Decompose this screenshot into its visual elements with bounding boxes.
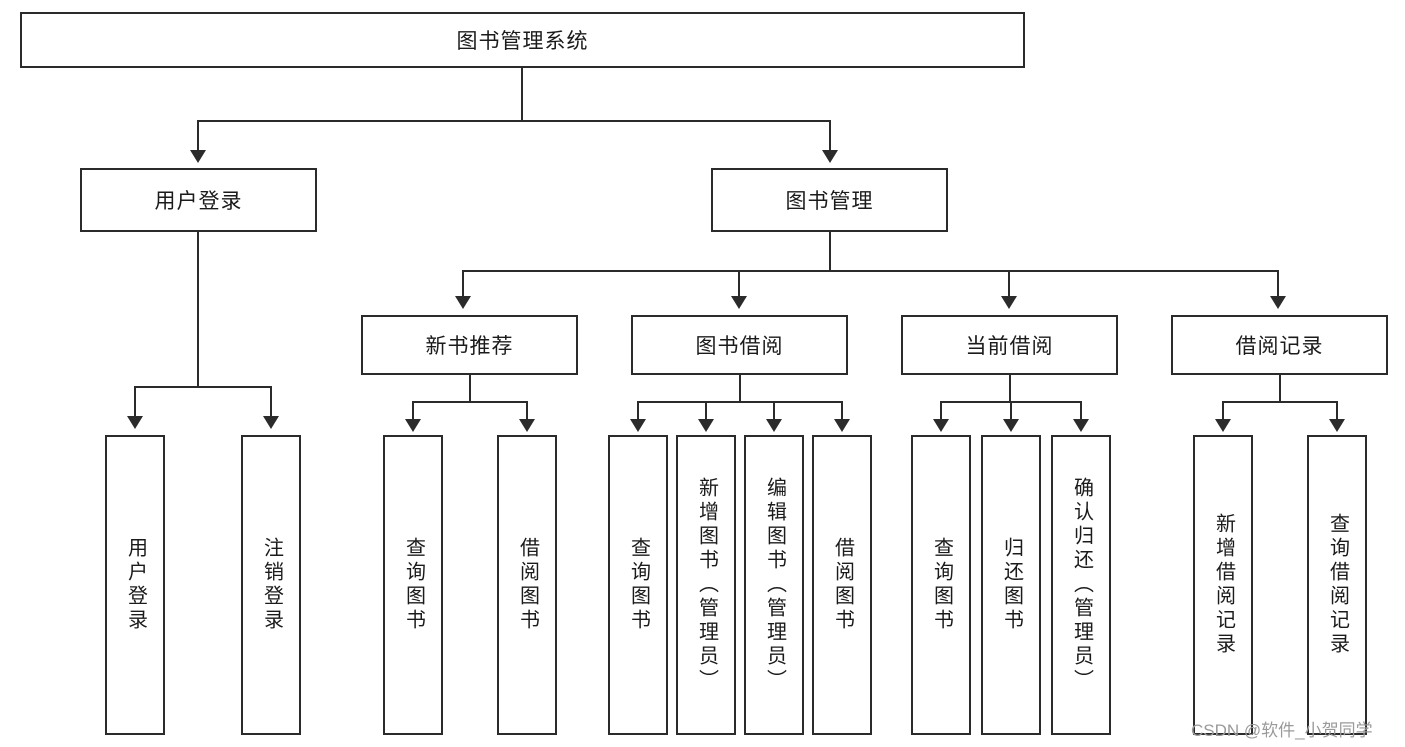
connector-book-management-stem [829, 232, 831, 272]
node-borrow-record[interactable]: 借阅记录 [1171, 315, 1388, 375]
node-label: 借阅图书 [516, 537, 539, 633]
leaf-borrow-record-1[interactable]: 新增借阅记录 [1193, 435, 1253, 735]
leaf-book-borrow-2[interactable]: 新增图书（管理员） [676, 435, 736, 735]
connector-new-book-to-leaf-1 [412, 401, 414, 421]
arrowhead-borrow-record-to-leaf-2 [1329, 419, 1345, 432]
connector-root-bus [197, 120, 831, 122]
connector-bm-to-borrow-record [1277, 270, 1279, 298]
connector-borrow-record-bus [1222, 401, 1338, 403]
connector-book-management-bus [462, 270, 1278, 272]
connector-borrow-record-to-leaf-1 [1222, 401, 1224, 421]
arrowhead-current-borrow-to-leaf-1 [933, 419, 949, 432]
connector-root-stem [521, 68, 523, 120]
arrowhead-new-book-to-leaf-1 [405, 419, 421, 432]
connector-book-borrow-bus [637, 401, 843, 403]
connector-root-to-user-login [197, 120, 199, 152]
arrowhead-current-borrow-to-leaf-3 [1073, 419, 1089, 432]
watermark-csdn: CSDN @软件_小贺同学 [1191, 721, 1373, 740]
arrowhead-user-login-to-leaf-2 [263, 416, 279, 429]
node-label: 当前借阅 [965, 335, 1054, 358]
arrowhead-book-borrow-to-leaf-1 [630, 419, 646, 432]
leaf-book-borrow-4[interactable]: 借阅图书 [812, 435, 872, 735]
leaf-current-borrow-1[interactable]: 查询图书 [911, 435, 971, 735]
connector-borrow-record-to-leaf-2 [1336, 401, 1338, 421]
connector-bm-to-new-book [462, 270, 464, 298]
connector-book-borrow-stem [739, 375, 741, 403]
node-label: 新书推荐 [425, 335, 514, 358]
node-label: 借阅记录 [1235, 335, 1324, 358]
node-user-login[interactable]: 用户登录 [80, 168, 317, 232]
node-label: 新增借阅记录 [1212, 513, 1235, 657]
node-label: 确认归还（管理员） [1070, 477, 1093, 693]
leaf-book-borrow-3[interactable]: 编辑图书（管理员） [744, 435, 804, 735]
connector-new-book-bus [412, 401, 528, 403]
connector-current-borrow-to-leaf-2 [1010, 401, 1012, 421]
leaf-borrow-record-2[interactable]: 查询借阅记录 [1307, 435, 1367, 735]
leaf-current-borrow-2[interactable]: 归还图书 [981, 435, 1041, 735]
arrowhead-bm-to-current-borrow [1001, 296, 1017, 309]
node-label: 用户登录 [124, 537, 147, 633]
node-root-book-management-system[interactable]: 图书管理系统 [20, 12, 1025, 68]
leaf-new-book-recommend-1[interactable]: 查询图书 [383, 435, 443, 735]
node-label: 图书借阅 [695, 335, 784, 358]
arrowhead-current-borrow-to-leaf-2 [1003, 419, 1019, 432]
connector-borrow-record-stem [1279, 375, 1281, 403]
connector-book-borrow-to-leaf-1 [637, 401, 639, 421]
connector-user-login-to-leaf-2 [270, 386, 272, 418]
node-label: 归还图书 [1000, 537, 1023, 633]
connector-user-login-stem [197, 232, 199, 388]
connector-book-borrow-to-leaf-3 [773, 401, 775, 421]
arrowhead-borrow-record-to-leaf-1 [1215, 419, 1231, 432]
node-label: 图书管理系统 [456, 30, 589, 53]
arrowhead-book-borrow-to-leaf-3 [766, 419, 782, 432]
node-new-book-recommend[interactable]: 新书推荐 [361, 315, 578, 375]
connector-user-login-to-leaf-1 [134, 386, 136, 418]
arrowhead-bm-to-new-book [455, 296, 471, 309]
leaf-new-book-recommend-2[interactable]: 借阅图书 [497, 435, 557, 735]
node-label: 用户登录 [154, 190, 243, 213]
node-label: 查询图书 [930, 537, 953, 633]
arrowhead-new-book-to-leaf-2 [519, 419, 535, 432]
arrowhead-root-to-book-management [822, 150, 838, 163]
arrowhead-user-login-to-leaf-1 [127, 416, 143, 429]
arrowhead-bm-to-borrow-record [1270, 296, 1286, 309]
connector-bm-to-current-borrow [1008, 270, 1010, 298]
node-label: 查询图书 [402, 537, 425, 633]
leaf-user-login-2[interactable]: 注销登录 [241, 435, 301, 735]
connector-root-to-book-management [829, 120, 831, 152]
arrowhead-book-borrow-to-leaf-4 [834, 419, 850, 432]
node-book-borrow[interactable]: 图书借阅 [631, 315, 848, 375]
connector-new-book-to-leaf-2 [526, 401, 528, 421]
leaf-user-login-1[interactable]: 用户登录 [105, 435, 165, 735]
connector-current-borrow-to-leaf-1 [940, 401, 942, 421]
leaf-current-borrow-3[interactable]: 确认归还（管理员） [1051, 435, 1111, 735]
node-label: 查询借阅记录 [1326, 513, 1349, 657]
arrowhead-book-borrow-to-leaf-2 [698, 419, 714, 432]
node-label: 借阅图书 [831, 537, 854, 633]
node-label: 编辑图书（管理员） [763, 477, 786, 693]
node-label: 查询图书 [627, 537, 650, 633]
arrowhead-root-to-user-login [190, 150, 206, 163]
connector-bm-to-book-borrow [738, 270, 740, 298]
node-label: 图书管理 [785, 190, 874, 213]
leaf-book-borrow-1[interactable]: 查询图书 [608, 435, 668, 735]
connector-book-borrow-to-leaf-2 [705, 401, 707, 421]
connector-current-borrow-stem [1009, 375, 1011, 403]
node-book-management[interactable]: 图书管理 [711, 168, 948, 232]
node-label: 新增图书（管理员） [695, 477, 718, 693]
arrowhead-bm-to-book-borrow [731, 296, 747, 309]
connector-book-borrow-to-leaf-4 [841, 401, 843, 421]
connector-new-book-stem [469, 375, 471, 403]
node-label: 注销登录 [260, 537, 283, 633]
connector-current-borrow-to-leaf-3 [1080, 401, 1082, 421]
connector-user-login-bus [134, 386, 270, 388]
node-current-borrow[interactable]: 当前借阅 [901, 315, 1118, 375]
